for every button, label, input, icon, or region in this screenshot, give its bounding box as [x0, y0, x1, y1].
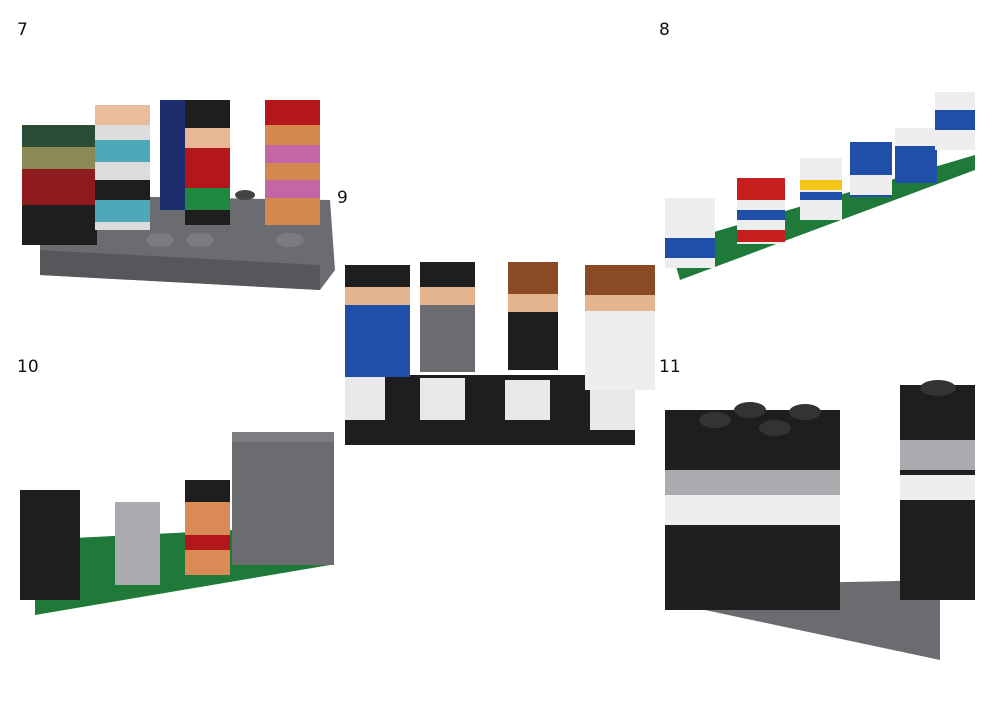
model-step-8 [665, 92, 975, 280]
brick-stack [160, 100, 188, 210]
model-step-9 [345, 262, 655, 445]
step-number-11: 11 [659, 357, 681, 377]
model-step-11 [665, 380, 975, 660]
step-number-10: 10 [17, 357, 39, 377]
brick-stack [20, 490, 80, 600]
step-number-8: 8 [659, 20, 670, 40]
step-number-7: 7 [17, 20, 28, 40]
model-step-10 [20, 432, 334, 615]
brick-stack [232, 432, 334, 565]
model-step-7 [22, 100, 335, 290]
step-number-9: 9 [337, 188, 348, 208]
brick-stack [115, 502, 160, 585]
